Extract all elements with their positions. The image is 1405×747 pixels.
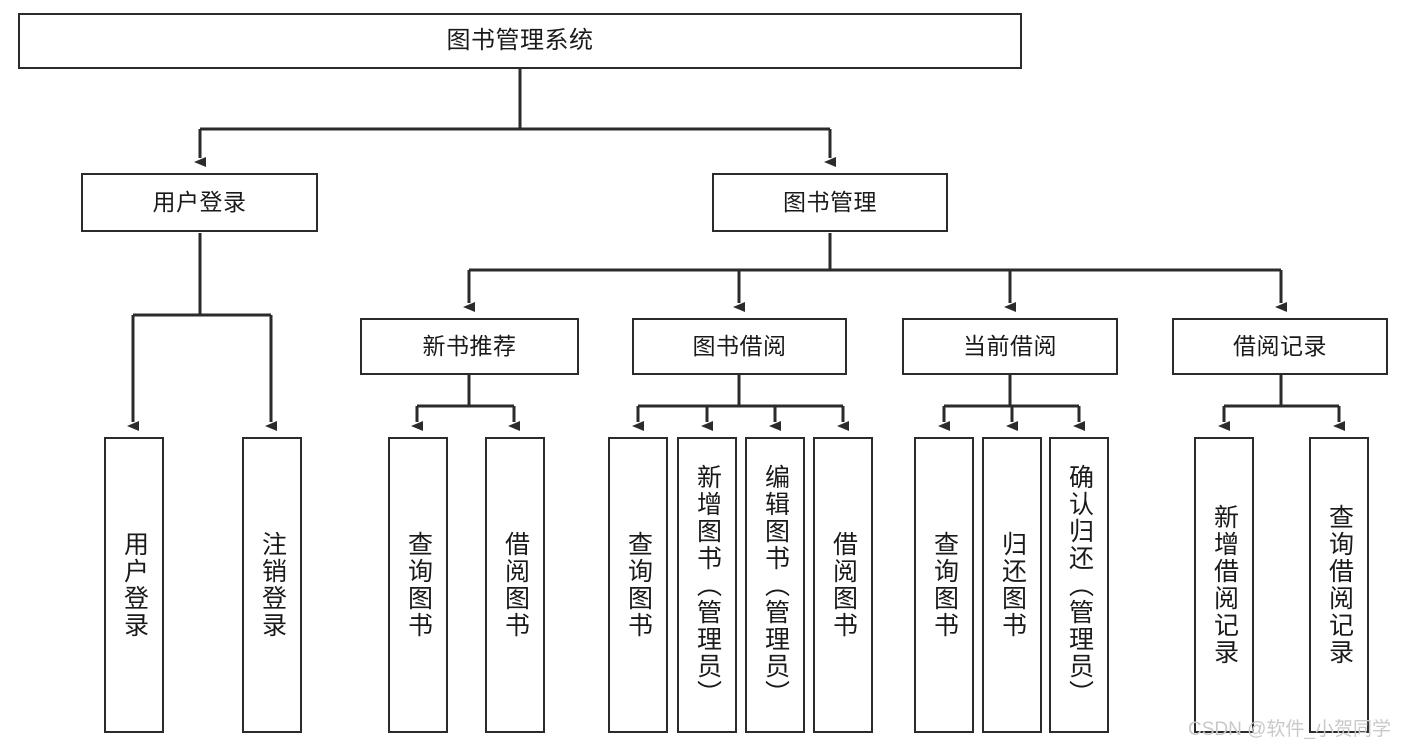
leaf-new-book-borrow[interactable]: 借阅图书 <box>485 437 545 733</box>
watermark-text: CSDN @软件_小贺同学 <box>1188 719 1391 740</box>
leaf-record-query-record-label: 查询借阅记录 <box>1325 504 1354 666</box>
leaf-new-book-query[interactable]: 查询图书 <box>388 437 448 733</box>
node-user-login-label: 用户登录 <box>152 189 247 216</box>
leaf-record-add-record-label: 新增借阅记录 <box>1210 504 1239 666</box>
node-root-system[interactable]: 图书管理系统 <box>18 13 1022 69</box>
leaf-current-return-book[interactable]: 归还图书 <box>982 437 1042 733</box>
node-borrowing-records-label: 借阅记录 <box>1233 333 1327 360</box>
leaf-new-book-borrow-label: 借阅图书 <box>501 531 530 639</box>
node-new-book-recommendation[interactable]: 新书推荐 <box>360 318 579 375</box>
leaf-new-book-query-label: 查询图书 <box>404 531 433 639</box>
leaf-borrow-borrow-book[interactable]: 借阅图书 <box>813 437 873 733</box>
node-book-borrowing[interactable]: 图书借阅 <box>632 318 847 375</box>
leaf-user-login-signout[interactable]: 注销登录 <box>242 437 302 733</box>
leaf-borrow-add-book-admin[interactable]: 新增图书（管理员） <box>677 437 737 733</box>
node-current-borrowing[interactable]: 当前借阅 <box>902 318 1118 375</box>
node-root-system-label: 图书管理系统 <box>446 27 594 55</box>
node-new-book-recommendation-label: 新书推荐 <box>422 333 517 360</box>
leaf-record-query-record[interactable]: 查询借阅记录 <box>1309 437 1369 733</box>
leaf-current-confirm-return-admin-label: 确认归还（管理员） <box>1065 463 1094 707</box>
leaf-current-confirm-return-admin[interactable]: 确认归还（管理员） <box>1049 437 1109 733</box>
leaf-borrow-edit-book-admin[interactable]: 编辑图书（管理员） <box>745 437 805 733</box>
leaf-borrow-add-book-admin-label: 新增图书（管理员） <box>693 463 722 707</box>
leaf-current-query-book[interactable]: 查询图书 <box>914 437 974 733</box>
leaf-user-login-signin-label: 用户登录 <box>120 531 149 639</box>
leaf-borrow-borrow-book-label: 借阅图书 <box>829 531 858 639</box>
node-current-borrowing-label: 当前借阅 <box>963 333 1057 360</box>
leaf-borrow-query-book-label: 查询图书 <box>624 531 653 639</box>
node-book-management-label: 图书管理 <box>783 189 877 216</box>
leaf-record-add-record[interactable]: 新增借阅记录 <box>1194 437 1254 733</box>
leaf-borrow-edit-book-admin-label: 编辑图书（管理员） <box>761 463 790 707</box>
node-borrowing-records[interactable]: 借阅记录 <box>1172 318 1388 375</box>
leaf-current-query-book-label: 查询图书 <box>930 531 959 639</box>
node-user-login[interactable]: 用户登录 <box>81 173 318 232</box>
leaf-user-login-signout-label: 注销登录 <box>258 531 287 639</box>
node-book-borrowing-label: 图书借阅 <box>692 333 787 360</box>
leaf-user-login-signin[interactable]: 用户登录 <box>104 437 164 733</box>
leaf-current-return-book-label: 归还图书 <box>998 531 1027 639</box>
leaf-borrow-query-book[interactable]: 查询图书 <box>608 437 668 733</box>
node-book-management[interactable]: 图书管理 <box>712 173 948 232</box>
